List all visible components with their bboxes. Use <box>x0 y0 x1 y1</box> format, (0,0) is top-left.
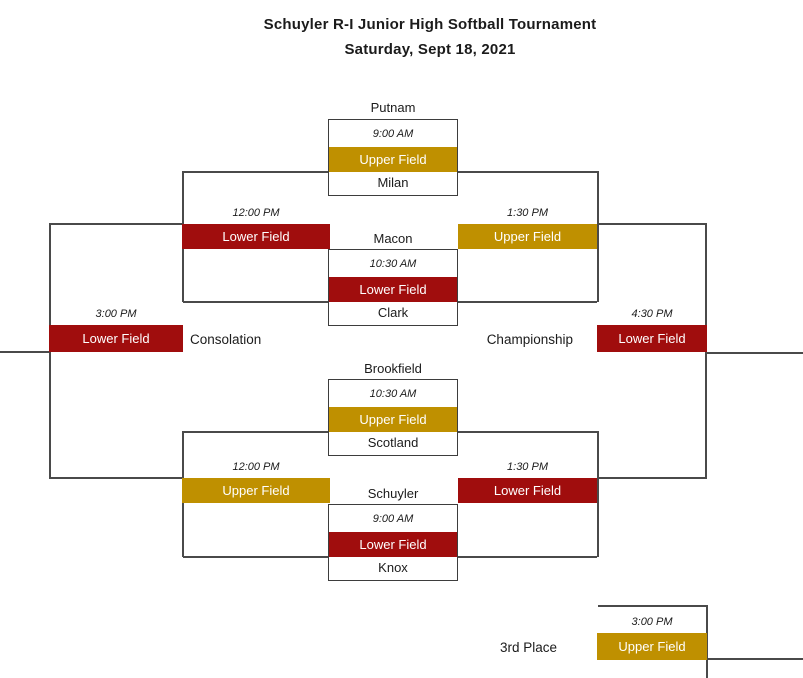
team-name: Clark <box>377 305 409 320</box>
game-time: 3:00 PM <box>631 616 673 628</box>
match: 1:30 PM Upper Field <box>458 204 597 249</box>
game-box: 9:00 AM Lower Field Knox <box>328 504 458 581</box>
game-time: 4:30 PM <box>631 308 673 320</box>
team-name: Milan <box>377 175 409 190</box>
connector-line <box>597 171 599 302</box>
game-box: 10:30 AM Lower Field Clark <box>328 249 458 326</box>
third-place-match: 3:00 PM Upper Field <box>597 613 707 660</box>
championship-match: 4:30 PM Lower Field <box>597 305 707 352</box>
game-time: 9:00 AM <box>372 512 414 525</box>
third-place-label: 3rd Place <box>499 640 557 655</box>
connector-line <box>183 431 328 433</box>
game-box: 9:00 AM Upper Field Milan <box>328 119 458 196</box>
championship-label: Championship <box>486 332 573 347</box>
third-place-winner-line <box>706 658 803 660</box>
field-band: Upper Field <box>597 633 707 660</box>
field-band: Lower Field <box>182 224 330 249</box>
field-band: Lower Field <box>329 277 457 302</box>
connector-line <box>183 301 328 303</box>
connector-line <box>183 171 328 173</box>
field-band: Upper Field <box>182 478 330 503</box>
connector-line <box>458 431 597 433</box>
game-box: 10:30 AM Upper Field Scotland <box>328 379 458 456</box>
game-time: 12:00 PM <box>232 207 280 219</box>
game-time: 12:00 PM <box>232 461 280 473</box>
game-time: 10:30 AM <box>369 257 417 270</box>
team-name: Schuyler <box>367 486 419 501</box>
field-band: Lower Field <box>329 532 457 557</box>
connector-line <box>458 171 597 173</box>
connector-line <box>597 223 707 225</box>
team-name: Putnam <box>370 100 416 115</box>
connector-line <box>183 556 328 558</box>
page-title: Schuyler R-I Junior High Softball Tourna… <box>263 16 597 33</box>
field-band: Upper Field <box>329 147 457 172</box>
connector-line <box>458 301 597 303</box>
field-band: Upper Field <box>458 224 597 249</box>
connector-line <box>597 431 599 557</box>
consolation-label: Consolation <box>190 332 262 347</box>
connector-line <box>49 223 183 225</box>
game-time: 1:30 PM <box>507 207 548 219</box>
team-name: Scotland <box>367 435 419 450</box>
match: 12:00 PM Upper Field <box>182 458 330 503</box>
page-subtitle: Saturday, Sept 18, 2021 <box>344 41 516 58</box>
game-time: 9:00 AM <box>372 127 414 140</box>
field-band: Lower Field <box>458 478 597 503</box>
game-time: 3:00 PM <box>95 308 137 320</box>
match: 1:30 PM Lower Field <box>458 458 597 503</box>
connector-line <box>597 477 707 479</box>
game-time: 1:30 PM <box>507 461 548 473</box>
connector-line <box>458 556 597 558</box>
consolation-match: 3:00 PM Lower Field <box>49 305 183 352</box>
team-name: Brookfield <box>364 361 422 376</box>
team-name: Knox <box>378 560 408 575</box>
team-name: Macon <box>373 231 413 246</box>
field-band: Lower Field <box>597 325 707 352</box>
match: 12:00 PM Lower Field <box>182 204 330 249</box>
field-band: Upper Field <box>329 407 457 432</box>
consolation-winner-line <box>0 351 49 353</box>
field-band: Lower Field <box>49 325 183 352</box>
connector-line <box>49 477 183 479</box>
game-time: 10:30 AM <box>369 387 417 400</box>
champion-winner-line <box>706 352 803 354</box>
third-place-feed-line <box>598 605 707 607</box>
